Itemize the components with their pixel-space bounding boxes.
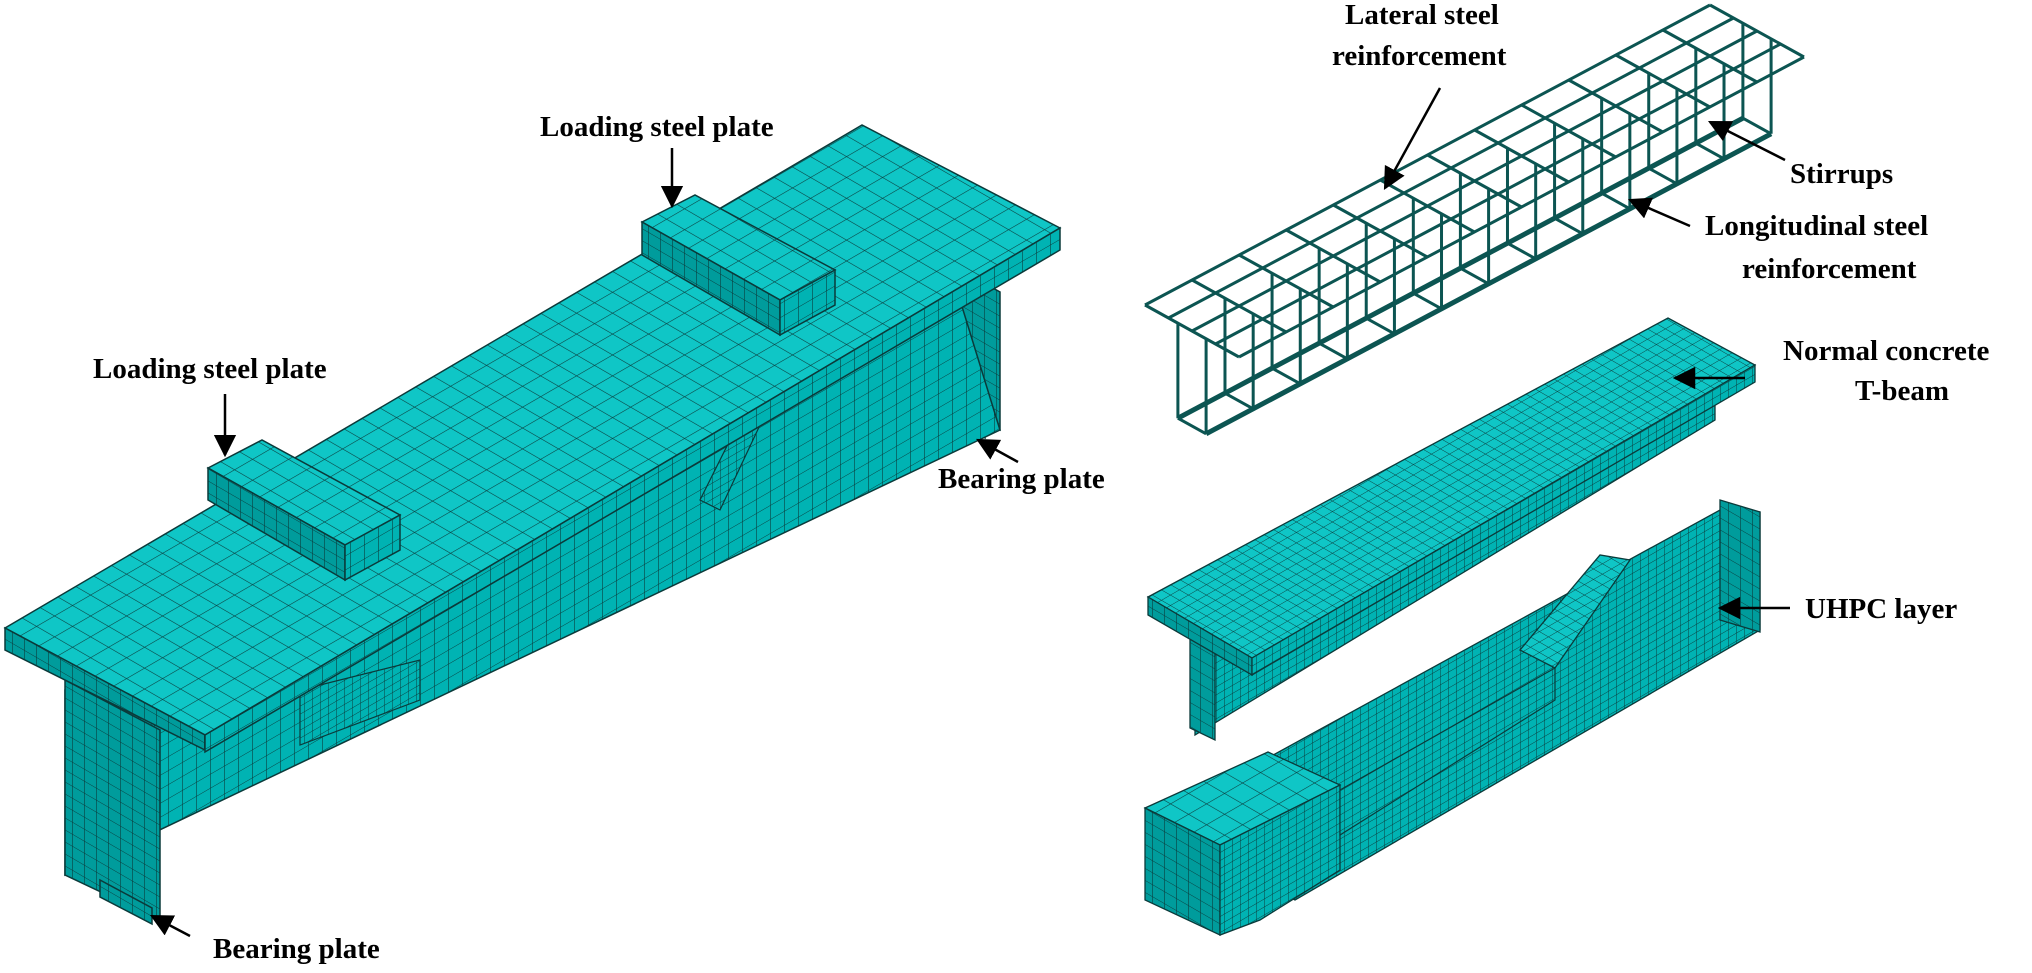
loading-plate-right [640, 194, 837, 337]
rebar-longitudinal-bottom-bar [1176, 115, 1745, 421]
normal-concrete-t-beam [1146, 317, 1757, 742]
arrow-stirrups [1707, 120, 1786, 162]
rebar-stirrup-bottom [1600, 191, 1631, 211]
uhpc-bottom-strip [1339, 666, 1556, 837]
annotation-labels: Loading steel plate Loading steel plate … [93, 0, 1990, 965]
rebar-stirrup-bottom [1271, 366, 1301, 386]
label-longitudinal-line1: Longitudinal steel [1705, 210, 1928, 242]
loading-plate-left [206, 439, 402, 582]
rebar-stirrup-bottom [1648, 166, 1678, 186]
arrow-lateral-reinforcement [1383, 87, 1442, 190]
rebar-stirrup-bottom [1695, 141, 1725, 161]
rebar-stirrup-bottom [1224, 391, 1254, 411]
uhpc-right-end [1719, 499, 1761, 633]
rebar-stirrup-bottom [1459, 266, 1490, 286]
annotation-arrows [150, 87, 1790, 938]
label-bearing-plate-right: Bearing plate [938, 463, 1105, 495]
arrow-bearing-plate-left [150, 914, 191, 938]
t-beam-flange-side [1251, 363, 1756, 677]
rebar-longitudinal-top-bar [1144, 3, 1711, 307]
arrow-longitudinal-reinforcement [1627, 197, 1691, 228]
rebar-stirrup-bottom [1553, 216, 1584, 236]
rebar-longitudinal-top-bar [1214, 42, 1782, 346]
label-normal-line1: Normal concrete [1783, 335, 1990, 367]
assembled-beam-model [3, 124, 1062, 926]
rebar-stirrup-bottom [1365, 316, 1396, 336]
rebar-stirrup-bottom [1742, 116, 1772, 136]
rebar-stirrup-bottom [1412, 291, 1443, 311]
rebar-longitudinal-top-bar [1238, 55, 1805, 359]
arrow-bearing-plate-right [976, 438, 1019, 464]
label-normal-line2: T-beam [1855, 375, 1949, 407]
label-lateral-line1: Lateral steel [1345, 0, 1499, 31]
uhpc-layer [1143, 499, 1761, 937]
rebar-stirrup-bottom [1506, 241, 1537, 261]
label-bearing-plate-left: Bearing plate [213, 933, 380, 965]
label-uhpc: UHPC layer [1805, 593, 1957, 625]
rebar-longitudinal-top-bar [1191, 29, 1758, 333]
label-loading-plate-right: Loading steel plate [540, 111, 774, 143]
label-stirrups: Stirrups [1790, 158, 1893, 190]
rebar-longitudinal-top-bar [1167, 16, 1735, 320]
rebar-stirrup-bottom [1318, 341, 1349, 361]
rebar-stirrup-bottom [1177, 416, 1207, 436]
uhpc-transition-left [299, 659, 421, 746]
label-loading-plate-left: Loading steel plate [93, 353, 327, 385]
beam-flange-side-edge [204, 226, 1061, 754]
rebar-longitudinal-bottom-bar [1204, 131, 1773, 437]
rebar-cage [1144, 3, 1805, 437]
label-lateral-line2: reinforcement [1332, 40, 1507, 72]
uhpc-slope [1518, 554, 1632, 669]
uhpc-left-end-side [1219, 783, 1341, 936]
label-longitudinal-line2: reinforcement [1742, 253, 1917, 285]
